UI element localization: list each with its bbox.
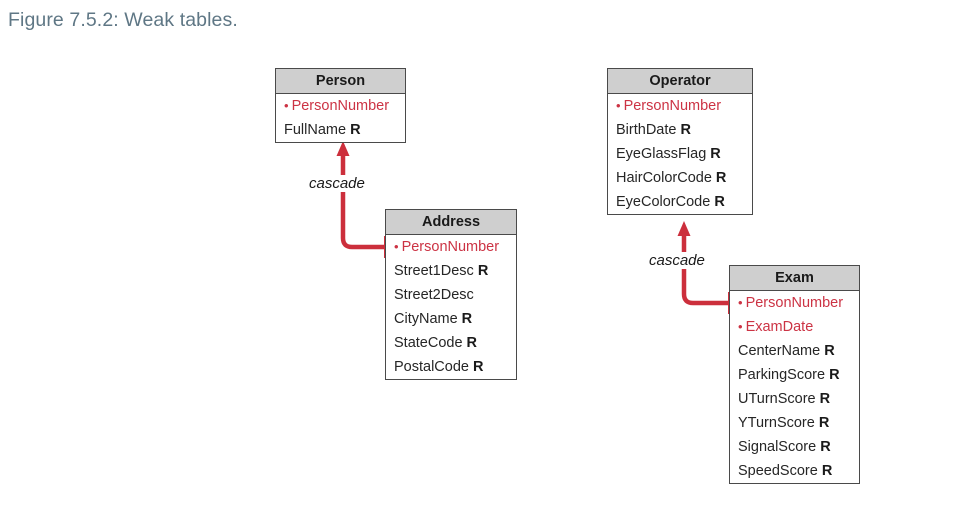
attribute-row: UTurnScore R [730,387,859,411]
attribute-name: SpeedScore [738,463,818,479]
attribute-name: PostalCode [394,359,469,375]
attribute-row: Street2Desc [386,283,516,307]
arrowhead-person [336,141,350,156]
attribute-name: CityName [394,311,458,327]
attribute-row: SignalScore R [730,435,859,459]
attribute-name: Street1Desc [394,263,474,279]
attribute-row: PostalCode R [386,355,516,379]
required-marker: R [816,439,831,455]
attribute-row: EyeGlassFlag R [608,142,752,166]
cascade-label-operator-exam: cascade [645,252,709,269]
required-marker: R [468,359,484,375]
attribute-row: StateCode R [386,331,516,355]
attribute-row: •ExamDate [730,315,859,339]
required-marker: R [706,146,721,162]
attribute-row: Street1Desc R [386,259,516,283]
key-bullet-icon: • [616,97,621,113]
attribute-name: PersonNumber [623,98,722,114]
attribute-name: EyeColorCode [616,194,711,210]
attribute-name: HairColorCode [616,170,712,186]
attribute-name: ExamDate [745,319,814,335]
attribute-name: SignalScore [738,439,817,455]
key-bullet-icon: • [394,238,399,254]
attribute-name: YTurnScore [738,415,815,431]
required-marker: R [473,263,489,279]
key-bullet-icon: • [738,294,743,310]
required-marker: R [710,194,725,210]
attribute-name: BirthDate [616,122,677,138]
required-marker: R [815,391,831,407]
entity-title-address: Address [386,210,516,235]
attribute-row: EyeColorCode R [608,190,752,214]
required-marker: R [346,122,361,138]
attribute-name: UTurnScore [738,391,816,407]
required-marker: R [711,170,727,186]
attribute-row: CityName R [386,307,516,331]
attribute-name: PersonNumber [291,98,390,114]
cascade-label-person-address: cascade [305,175,369,192]
required-marker: R [825,367,840,383]
attribute-name: FullName [284,122,347,138]
required-marker: R [462,335,478,351]
required-marker: R [814,415,830,431]
attribute-row: •PersonNumber [276,94,405,118]
arrowhead-operator [677,221,691,236]
entity-title-operator: Operator [608,69,752,94]
attribute-name: ParkingScore [738,367,826,383]
attribute-row: FullName R [276,118,405,142]
attribute-row: •PersonNumber [608,94,752,118]
attribute-name: PersonNumber [401,239,500,255]
attribute-name: Street2Desc [394,287,474,303]
key-bullet-icon: • [284,97,289,113]
required-marker: R [817,463,833,479]
figure-caption: Figure 7.5.2: Weak tables. [8,9,238,31]
attribute-row: BirthDate R [608,118,752,142]
key-bullet-icon: • [738,318,743,334]
attribute-row: YTurnScore R [730,411,859,435]
attribute-name: CenterName [738,343,821,359]
entity-title-exam: Exam [730,266,859,291]
attribute-name: StateCode [394,335,463,351]
required-marker: R [676,122,691,138]
attribute-name: EyeGlassFlag [616,146,707,162]
attribute-name: PersonNumber [745,295,844,311]
entity-title-person: Person [276,69,405,94]
attribute-row: CenterName R [730,339,859,363]
attribute-row: SpeedScore R [730,459,859,483]
required-marker: R [457,311,473,327]
attribute-row: ParkingScore R [730,363,859,387]
attribute-row: •PersonNumber [730,291,859,315]
attribute-row: •PersonNumber [386,235,516,259]
attribute-row: HairColorCode R [608,166,752,190]
required-marker: R [820,343,835,359]
